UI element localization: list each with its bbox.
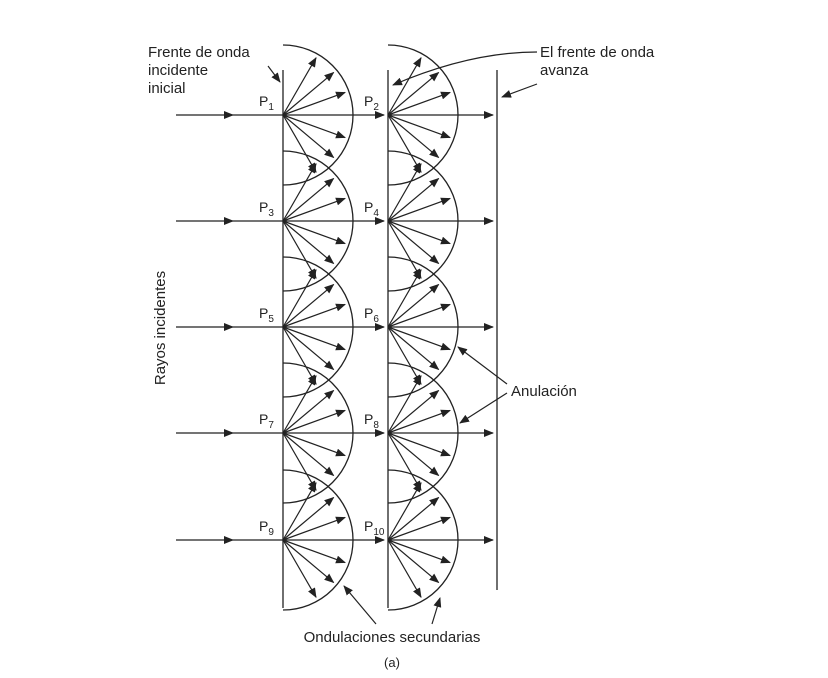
wavelet-radiating-arrow-1-5 — [282, 114, 335, 159]
advancing-front-label-line2: avanza — [540, 62, 589, 79]
wavelet-leader-arrow-a — [343, 585, 377, 625]
cancellation-label: Anulación — [511, 383, 577, 400]
wavelet-radiating-arrow-2-3 — [387, 91, 451, 116]
wavelet-radiating-arrow-8-3 — [387, 409, 451, 434]
wavelet-radiating-arrow-2-4 — [387, 114, 451, 139]
wavelet-radiating-arrow-6-5 — [387, 326, 440, 371]
wavelet-radiating-arrow-2-6 — [387, 114, 422, 174]
cancellation-leader-arrow-a — [457, 346, 508, 385]
wavelet-radiating-arrow-8-4 — [387, 432, 451, 457]
wavelet-radiating-arrow-10-3 — [387, 516, 451, 541]
point-label-p5-subscript: 5 — [268, 314, 274, 325]
wavelet-radiating-arrow-9-6 — [282, 539, 317, 599]
point-label-p7-subscript: 7 — [268, 420, 274, 431]
wavelet-radiating-arrow-10-6 — [387, 539, 422, 599]
wavelet-radiating-arrow-3-1 — [282, 162, 317, 222]
wavelet-radiating-arrow-8-5 — [387, 432, 440, 477]
point-label-p4-subscript: 4 — [373, 208, 379, 219]
point-label-p3: P3 — [259, 199, 274, 219]
point-label-p10: P10 — [364, 518, 385, 538]
point-label-p6: P6 — [364, 305, 379, 325]
incident-front-label-line2: incidente — [148, 62, 208, 79]
wavelet-radiating-arrow-6-6 — [387, 326, 422, 386]
wavelet-radiating-arrow-5-5 — [282, 326, 335, 371]
wavelet-radiating-arrow-4-3 — [387, 197, 451, 222]
wavelet-radiating-arrow-4-6 — [387, 220, 422, 280]
wavelet-radiating-arrow-1-1 — [282, 56, 317, 116]
incident-front-leader-arrow — [267, 65, 281, 83]
point-label-p5: P5 — [259, 305, 274, 325]
incident-front-label-line1: Frente de onda — [148, 44, 250, 61]
point-label-p10-subscript: 10 — [373, 527, 385, 538]
point-label-p9: P9 — [259, 518, 274, 538]
wavelet-radiating-arrow-5-4 — [282, 326, 346, 351]
wavelet-radiating-arrow-5-3 — [282, 303, 346, 328]
wavelet-radiating-arrow-8-6 — [387, 432, 422, 492]
point-label-p6-subscript: 6 — [373, 314, 379, 325]
wavelet-radiating-arrow-7-1 — [282, 374, 317, 434]
wavelet-radiating-arrow-3-6 — [282, 220, 317, 280]
wavelet-radiating-arrow-4-4 — [387, 220, 451, 245]
wavelet-radiating-arrow-6-4 — [387, 326, 451, 351]
wavelet-radiating-arrow-4-1 — [387, 162, 422, 222]
wavelet-radiating-arrow-10-5 — [387, 539, 440, 584]
point-label-p4: P4 — [364, 199, 379, 219]
wavelet-radiating-arrow-6-1 — [387, 268, 422, 328]
point-label-p3-subscript: 3 — [268, 208, 274, 219]
secondary-wavelets-label: Ondulaciones secundarias — [304, 629, 481, 646]
wavelet-radiating-arrow-9-3 — [282, 516, 346, 541]
point-label-p2-subscript: 2 — [373, 102, 379, 113]
wavelet-radiating-arrow-4-5 — [387, 220, 440, 265]
wavelet-radiating-arrow-3-2 — [282, 177, 335, 222]
incident-rays-label: Rayos incidentes — [152, 271, 169, 385]
wavelet-radiating-arrow-7-6 — [282, 432, 317, 492]
point-label-p2: P2 — [364, 93, 379, 113]
wavelet-radiating-arrow-10-1 — [387, 481, 422, 541]
point-label-p1-subscript: 1 — [268, 102, 274, 113]
point-label-p7: P7 — [259, 411, 274, 431]
wavelet-radiating-arrow-9-5 — [282, 539, 335, 584]
wavelet-leader-arrow-b — [431, 597, 442, 625]
wavelet-radiating-arrow-9-4 — [282, 539, 346, 564]
wavelet-radiating-arrow-6-2 — [387, 283, 440, 328]
wavelet-radiating-arrow-4-2 — [387, 177, 440, 222]
wavelet-radiating-arrow-5-1 — [282, 268, 317, 328]
point-label-p1: P1 — [259, 93, 274, 113]
point-label-p8: P8 — [364, 411, 379, 431]
wavelet-radiating-arrow-5-6 — [282, 326, 317, 386]
incident-front-label-line3: inicial — [148, 80, 186, 97]
wavelet-radiating-arrow-8-2 — [387, 389, 440, 434]
wavelet-radiating-arrow-1-4 — [282, 114, 346, 139]
wavelet-radiating-arrow-2-1 — [387, 56, 422, 116]
wavelet-radiating-arrow-9-1 — [282, 481, 317, 541]
wavelet-radiating-arrow-3-3 — [282, 197, 346, 222]
advancing-front-label-line1: El frente de onda — [540, 44, 655, 61]
point-label-p8-subscript: 8 — [373, 420, 379, 431]
advancing-front-leader-arrow-a — [392, 51, 538, 86]
wavelet-radiating-arrow-3-4 — [282, 220, 346, 245]
wavelet-radiating-arrow-1-3 — [282, 91, 346, 116]
wavelet-radiating-arrow-7-5 — [282, 432, 335, 477]
wavelet-radiating-arrow-7-3 — [282, 409, 346, 434]
cancellation-leader-arrow-b — [459, 392, 508, 424]
wavelet-radiating-arrow-2-2 — [387, 71, 440, 116]
advancing-front-leader-arrow-b — [501, 83, 538, 98]
wavelet-radiating-arrow-5-2 — [282, 283, 335, 328]
ray-arrows — [176, 51, 538, 625]
figure-caption: (a) — [384, 655, 400, 670]
wavelet-radiating-arrow-8-1 — [387, 374, 422, 434]
wavelet-radiating-arrow-10-4 — [387, 539, 451, 564]
wavelet-radiating-arrow-3-5 — [282, 220, 335, 265]
point-label-p9-subscript: 9 — [268, 527, 274, 538]
wavelet-radiating-arrow-7-4 — [282, 432, 346, 457]
wavelet-radiating-arrow-10-2 — [387, 496, 440, 541]
wavelet-radiating-arrow-6-3 — [387, 303, 451, 328]
wavelet-radiating-arrow-1-6 — [282, 114, 317, 174]
wavelet-radiating-arrow-1-2 — [282, 71, 335, 116]
wavelet-radiating-arrow-7-2 — [282, 389, 335, 434]
wavelet-radiating-arrow-2-5 — [387, 114, 440, 159]
wavelet-radiating-arrow-9-2 — [282, 496, 335, 541]
